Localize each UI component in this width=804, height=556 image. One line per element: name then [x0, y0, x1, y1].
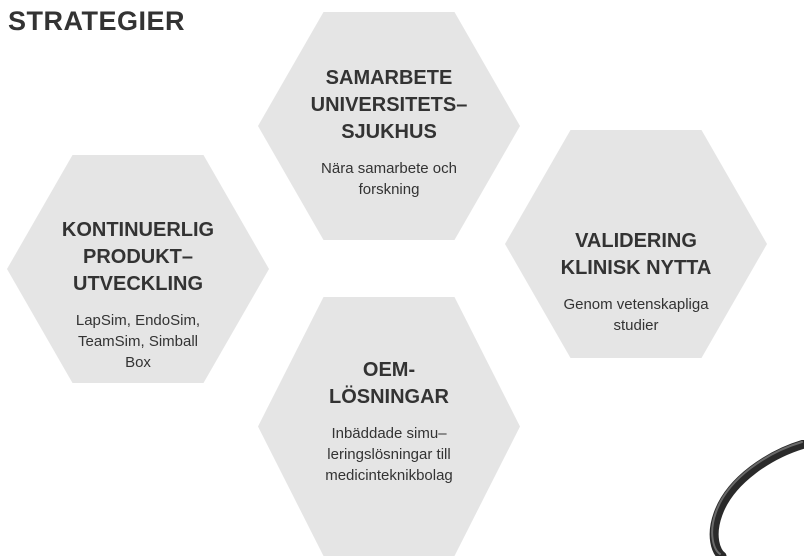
hexagon-description: LapSim, EndoSim, TeamSim, Simball Box [75, 312, 201, 371]
hexagon-content: VALIDERING KLINISK NYTTA Genom vetenskap… [505, 228, 767, 336]
hexagon-content: KONTINUERLIG PRODUKT– UTVECKLING LapSim,… [7, 217, 269, 373]
strategy-hexagon-product-development: KONTINUERLIG PRODUKT– UTVECKLING LapSim,… [7, 155, 269, 383]
strategy-hexagon-collaboration: SAMARBETE UNIVERSITETS– SJUKHUS Nära sam… [258, 12, 520, 240]
hexagon-title: KONTINUERLIG PRODUKT– UTVECKLING [61, 219, 215, 295]
page-title: STRATEGIER [8, 6, 186, 36]
cable-illustration [709, 440, 804, 556]
hexagon-title: SAMARBETE UNIVERSITETS– SJUKHUS [310, 67, 468, 143]
strategy-hexagon-oem-solutions: OEM- LÖSNINGAR Inbäddade simu– leringslö… [258, 297, 520, 556]
hexagon-title: OEM- LÖSNINGAR [329, 359, 449, 408]
hexagon-content: OEM- LÖSNINGAR Inbäddade simu– leringslö… [258, 357, 520, 486]
hexagon-content: SAMARBETE UNIVERSITETS– SJUKHUS Nära sam… [258, 65, 520, 200]
strategy-hexagon-clinical-validation: VALIDERING KLINISK NYTTA Genom vetenskap… [505, 130, 767, 358]
hexagon-description: Nära samarbete och forskning [321, 160, 457, 198]
hexagon-description: Inbäddade simu– leringslösningar till me… [325, 425, 453, 484]
hexagon-title: VALIDERING KLINISK NYTTA [560, 230, 712, 279]
hexagon-description: Genom vetenskapliga studier [563, 296, 709, 334]
